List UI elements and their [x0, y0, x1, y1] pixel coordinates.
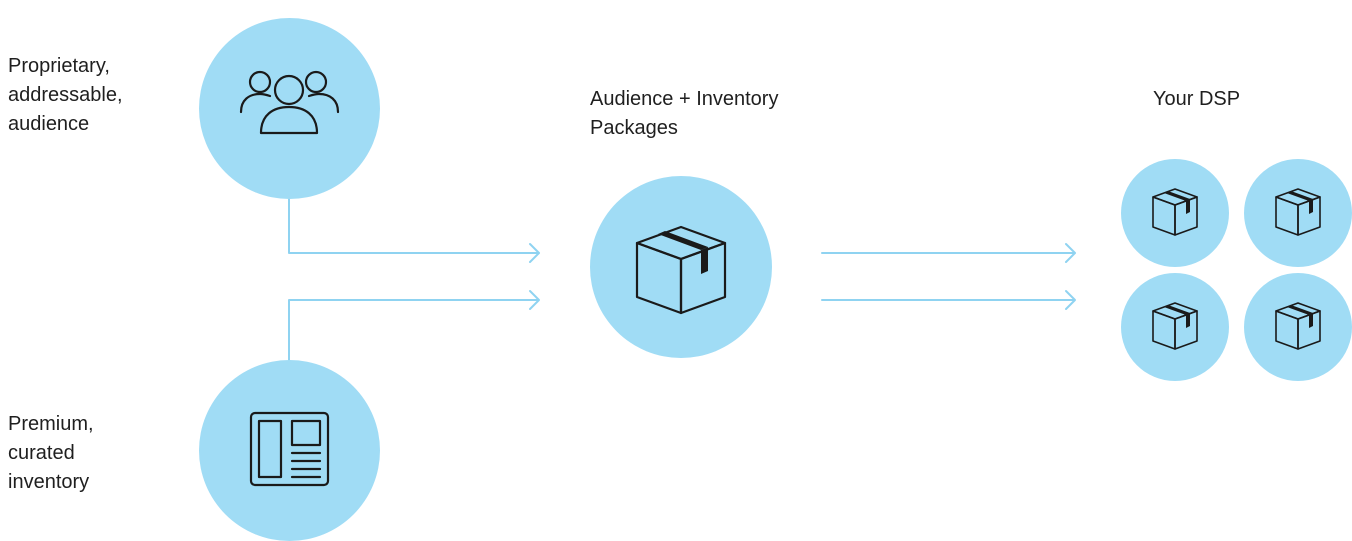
inventory-label: Premium, curated inventory: [8, 413, 94, 493]
package-box-icon: [1275, 302, 1321, 350]
package-box-icon: [1152, 302, 1198, 350]
dsp-package-node: [1121, 273, 1229, 381]
package-box-icon: [1152, 188, 1198, 236]
dsp-label: Your DSP: [1153, 88, 1241, 110]
package-box-icon: [1275, 188, 1321, 236]
dsp-package-node: [1244, 273, 1352, 381]
arrowhead-inventory: [529, 290, 540, 310]
arrowhead-dsp-1: [1065, 243, 1076, 263]
people-group-icon: [239, 70, 340, 135]
audience-label: Proprietary, addressable, audience: [8, 55, 123, 135]
dsp-package-node: [1244, 159, 1352, 267]
connector-audience-to-packages: [288, 198, 539, 254]
audience-node: [199, 18, 380, 199]
newspaper-layout-icon: [249, 411, 330, 487]
package-box-icon: [635, 225, 727, 315]
inventory-node: [199, 360, 380, 541]
dsp-package-node: [1121, 159, 1229, 267]
arrowhead-audience: [529, 243, 540, 263]
packages-label: Audience + Inventory Packages: [590, 88, 779, 139]
arrowhead-dsp-2: [1065, 290, 1076, 310]
packages-node: [590, 176, 772, 358]
connector-inventory-to-packages: [288, 299, 539, 361]
